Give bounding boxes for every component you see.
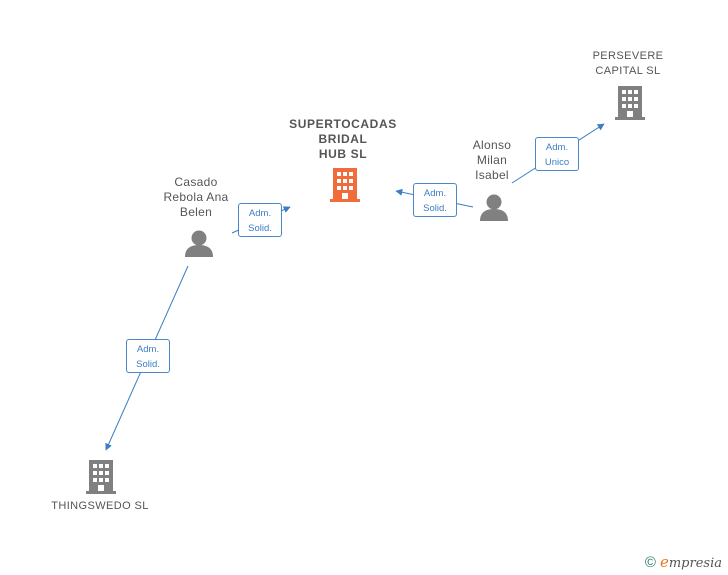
person-icon[interactable] (185, 230, 213, 258)
copyright-icon: © (644, 554, 656, 571)
edge-label-alonso-supertocadas: Adm. Solid. (413, 183, 457, 217)
edge-label-alonso-persevere: Adm. Unico (535, 137, 579, 171)
edge-label-casado-thingswedo: Adm. Solid. (126, 339, 170, 373)
edge-label-casado-supertocadas: Adm. Solid. (238, 203, 282, 237)
company-label-thingswedo[interactable]: THINGSWEDO SL (51, 500, 149, 512)
person-icon[interactable] (480, 194, 508, 222)
company-label-persevere[interactable]: PERSEVERE CAPITAL SL (592, 50, 664, 77)
brand-footer: ©empresia (645, 553, 722, 571)
building-icon[interactable] (86, 460, 116, 494)
person-label-casado[interactable]: Casado Rebola Ana Belen (163, 175, 229, 219)
brand-logo: empresia (659, 553, 722, 571)
company-label-supertocadas[interactable]: SUPERTOCADAS BRIDAL HUB SL (289, 117, 397, 161)
person-label-alonso[interactable]: Alonso Milan Isabel (472, 138, 512, 182)
building-icon[interactable] (615, 86, 645, 120)
building-icon[interactable] (330, 168, 360, 202)
